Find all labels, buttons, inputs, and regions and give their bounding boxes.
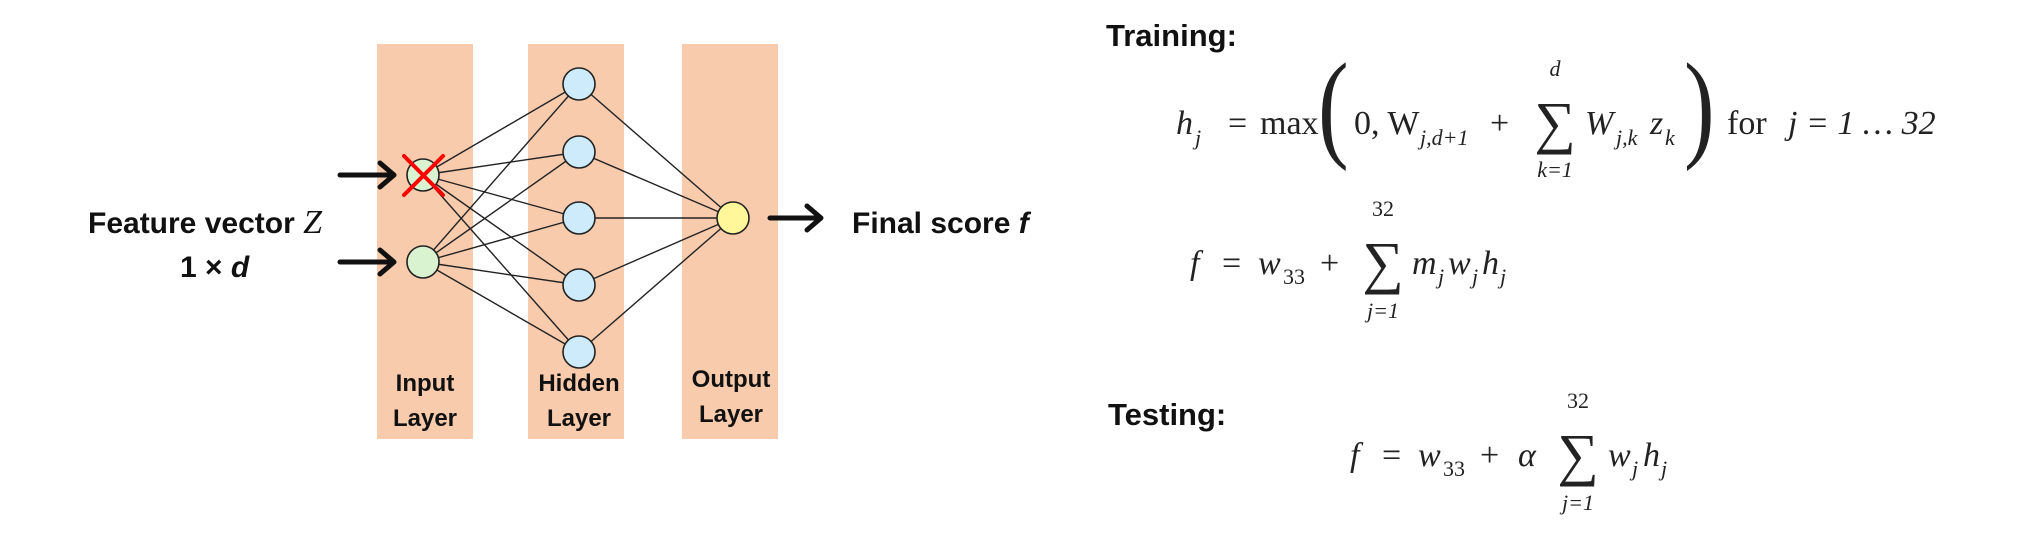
training-score-equation: f = w 33 + 32 ∑ j=1 m j w j h j [1190, 196, 1506, 323]
svg-text:h: h [1643, 437, 1660, 474]
svg-text:k=1: k=1 [1537, 157, 1573, 182]
svg-text:j: j [1658, 456, 1667, 481]
hidden-node-3 [562, 201, 596, 235]
svg-text:j=1: j=1 [1364, 298, 1399, 323]
right-paren: ) [1684, 40, 1715, 172]
input-hidden-connections [422, 83, 580, 353]
output-layer-label-line1: Output [692, 366, 771, 393]
input-arrow-1-icon [337, 160, 397, 190]
svg-text:=: = [1382, 437, 1401, 474]
testing-heading: Testing: [1108, 397, 1226, 432]
svg-text:j: j [1435, 264, 1444, 289]
hidden-node-2 [562, 135, 596, 169]
svg-text:33: 33 [1443, 456, 1465, 481]
hidden-layer-label-line1: Hidden [538, 370, 619, 397]
svg-text:j: j [1497, 264, 1506, 289]
dropout-cross-icon [402, 154, 445, 197]
hidden-output-connections [578, 83, 734, 353]
svg-text:f: f [1190, 245, 1204, 282]
svg-text:j=1: j=1 [1559, 490, 1594, 515]
svg-text:f: f [1350, 437, 1364, 474]
input-layer-label-line2: Layer [393, 405, 457, 432]
svg-text:32: 32 [1372, 196, 1394, 221]
svg-text:32: 32 [1567, 388, 1589, 413]
svg-text:w: w [1448, 245, 1471, 282]
svg-text:j: j [1469, 264, 1478, 289]
svg-text:∑: ∑ [1534, 90, 1575, 155]
svg-text:+: + [1320, 245, 1339, 282]
svg-text:j = 1 … 32: j = 1 … 32 [1784, 105, 1936, 142]
svg-text:+: + [1480, 437, 1499, 474]
left-paren: ( [1318, 40, 1349, 172]
svg-text:j: j [1192, 125, 1201, 150]
feature-vector-label: Feature vector Z [88, 204, 323, 241]
svg-text:33: 33 [1283, 264, 1305, 289]
input-node-2 [406, 245, 440, 279]
svg-text:=: = [1228, 105, 1247, 142]
svg-text:w: w [1258, 245, 1281, 282]
svg-text:d: d [1550, 56, 1562, 81]
svg-text:0, W: 0, W [1354, 105, 1420, 142]
feature-vector-dim-label: 1 × d [180, 251, 250, 284]
svg-text:z: z [1649, 105, 1663, 142]
svg-text:α: α [1518, 437, 1537, 474]
hidden-layer-label-line2: Layer [547, 405, 611, 432]
svg-text:j,k: j,k [1613, 125, 1639, 150]
output-arrow-icon [767, 203, 824, 233]
svg-text:for: for [1727, 105, 1767, 142]
output-node [716, 201, 750, 235]
training-heading: Training: [1106, 18, 1237, 53]
input-layer-label-line1: Input [396, 370, 455, 397]
hidden-node-5 [562, 335, 596, 369]
svg-text:∑: ∑ [1362, 230, 1403, 295]
svg-text:h: h [1482, 245, 1499, 282]
output-layer-label-line2: Layer [699, 401, 763, 428]
hidden-node-1 [562, 67, 596, 101]
svg-text:h: h [1176, 105, 1193, 142]
svg-text:W: W [1585, 105, 1616, 142]
svg-text:w: w [1608, 437, 1631, 474]
final-score-label: Final score f [852, 207, 1032, 240]
testing-score-equation: f = w 33 + α 32 ∑ j=1 w j h j [1350, 388, 1667, 515]
input-arrow-2-icon [337, 247, 397, 277]
svg-text:m: m [1412, 245, 1437, 282]
svg-text:∑: ∑ [1557, 422, 1598, 487]
svg-text:=: = [1222, 245, 1241, 282]
svg-text:j: j [1629, 456, 1638, 481]
svg-text:max: max [1260, 105, 1319, 142]
svg-text:+: + [1490, 105, 1509, 142]
svg-text:j,d+1: j,d+1 [1417, 125, 1468, 150]
svg-text:k: k [1665, 125, 1676, 150]
svg-text:w: w [1418, 437, 1441, 474]
input-layer-band [377, 44, 473, 439]
hidden-unit-equation: h j = max ( 0, W j,d+1 + d ∑ k=1 W j,k z… [1176, 40, 1936, 182]
hidden-node-4 [562, 268, 596, 302]
output-layer-band [682, 44, 778, 439]
